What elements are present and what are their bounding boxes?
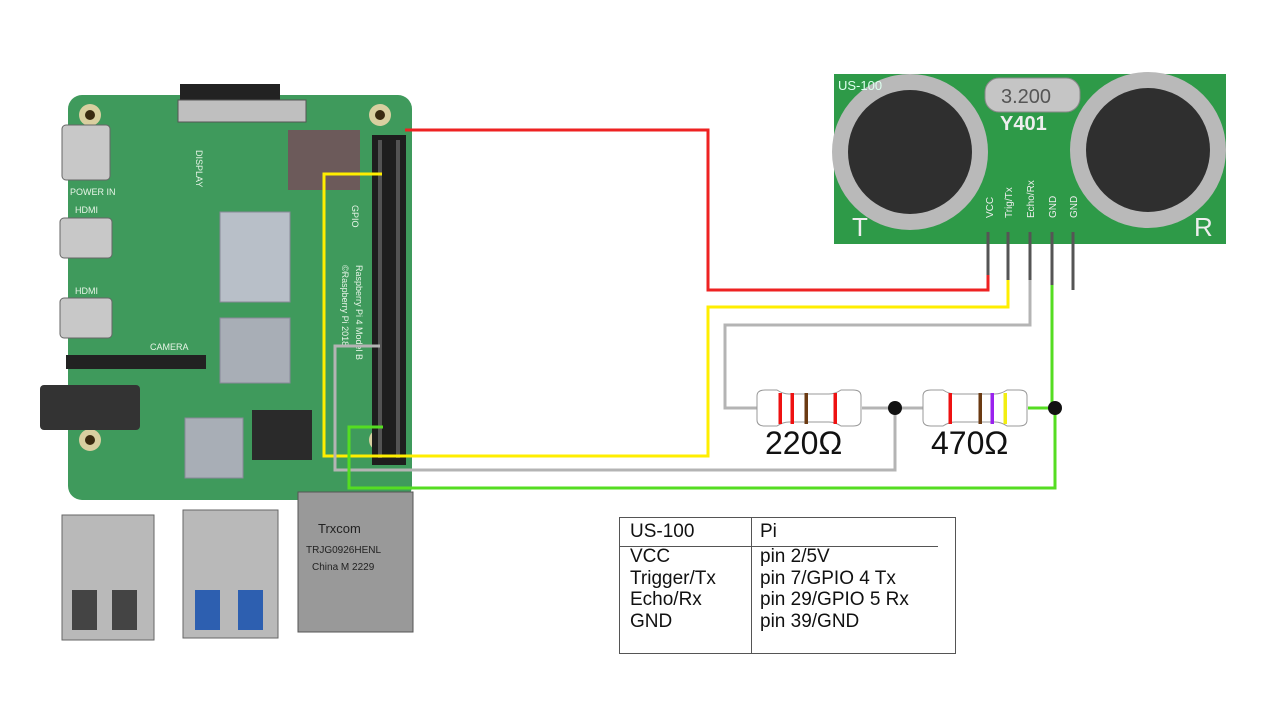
echo-wire-pi xyxy=(333,344,897,472)
transmitter-marker: T xyxy=(852,212,868,242)
resistor-band xyxy=(948,393,952,424)
pin-label-trig: Trig/Tx xyxy=(1004,187,1015,218)
table-cell: pin 39/GND xyxy=(760,610,860,632)
resistor-band xyxy=(778,393,782,424)
resistor-band xyxy=(978,393,982,424)
table-column-us100: US-100 VCC Trigger/Tx Echo/Rx GND xyxy=(630,521,716,632)
table-column-pi: Pi pin 2/5V pin 7/GPIO 4 Tx pin 29/GPIO … xyxy=(760,521,909,632)
display-port-label: DISPLAY xyxy=(194,150,204,187)
pin-label-gnd: GND xyxy=(1048,196,1059,218)
table-cell: Trigger/Tx xyxy=(630,567,716,589)
camera-label: CAMERA xyxy=(150,342,189,352)
power-in-label: POWER IN xyxy=(70,187,116,197)
trigger-wire xyxy=(322,172,1010,458)
echo-wire-sensor xyxy=(723,280,1032,410)
junction-dot xyxy=(888,401,902,415)
resistor-band xyxy=(833,393,837,424)
table-header: Pi xyxy=(760,521,777,542)
model-label: Raspberry Pi 4 Model B xyxy=(354,265,364,360)
resistor-band xyxy=(790,393,794,424)
raspberry-pi-board: DISPLAY POWER IN HDMI HDMI CAMERA GPIO R… xyxy=(40,84,414,641)
chip-label: Y401 xyxy=(1000,113,1047,135)
pin-mapping-table: US-100 VCC Trigger/Tx Echo/Rx GND Pi pin… xyxy=(619,517,956,654)
copyright-label: ©Raspberry Pi 2018 xyxy=(340,265,350,346)
receiver-marker: R xyxy=(1194,212,1213,242)
ethernet-brand: Trxcom xyxy=(318,521,361,536)
sensor-name: US-100 xyxy=(838,78,882,93)
resistor-470-label: 470Ω xyxy=(931,425,1009,461)
table-header: US-100 xyxy=(630,521,695,542)
resistor-220-label: 220Ω xyxy=(765,425,843,461)
ethernet-origin: China M 2229 xyxy=(312,562,375,573)
resistor-band xyxy=(1003,393,1007,424)
pin-label-echo: Echo/Rx xyxy=(1026,180,1037,218)
us-100-sensor: 3.200 Y401 US-100 T R VCC Trig/Tx Echo/R… xyxy=(832,72,1226,290)
table-cell: pin 7/GPIO 4 Tx xyxy=(760,567,896,589)
vcc-wire xyxy=(405,128,990,292)
resistor-band xyxy=(804,393,808,424)
table-cell: VCC xyxy=(630,546,671,567)
pin-label-vcc: VCC xyxy=(985,197,996,218)
junction-dot xyxy=(1048,401,1062,415)
table-cell: GND xyxy=(630,610,673,632)
resistor-band xyxy=(990,393,994,424)
table-cell: Echo/Rx xyxy=(630,589,702,610)
hdmi-label-1: HDMI xyxy=(75,205,98,215)
pin-label-gnd2: GND xyxy=(1069,196,1080,218)
table-cell: pin 2/5V xyxy=(760,546,830,567)
ethernet-part: TRJG0926HENL xyxy=(306,545,381,556)
resistor-220 xyxy=(756,389,862,427)
table-cell: pin 29/GPIO 5 Rx xyxy=(760,589,909,610)
resistor-470 xyxy=(922,389,1028,427)
hdmi-label-2: HDMI xyxy=(75,286,98,296)
gpio-label: GPIO xyxy=(350,205,360,228)
crystal-label: 3.200 xyxy=(1001,86,1051,108)
